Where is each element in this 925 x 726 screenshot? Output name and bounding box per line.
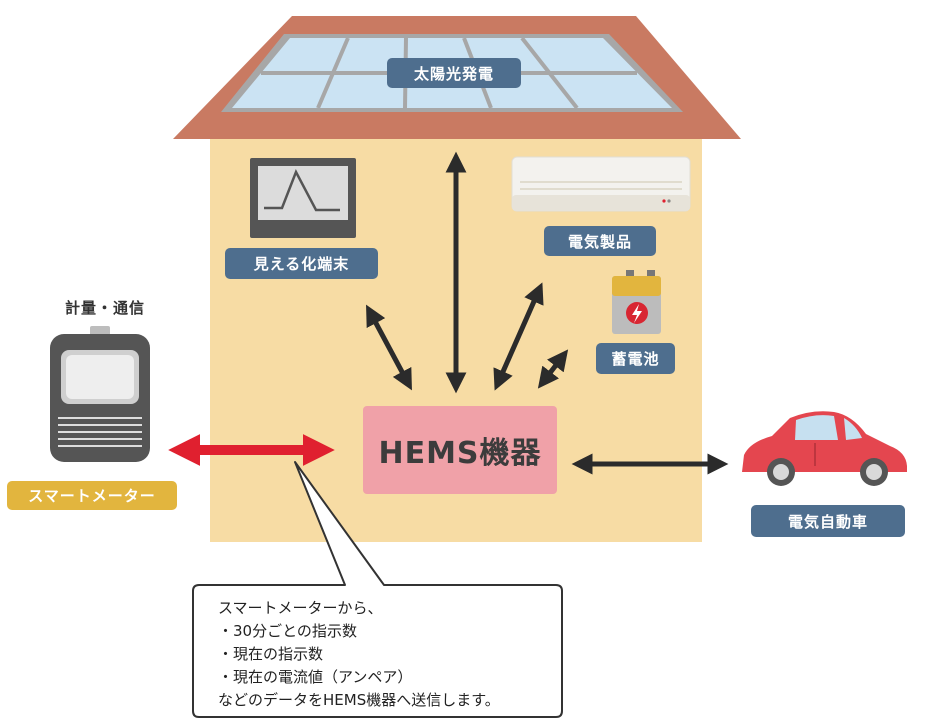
- callout-text: スマートメーターから、 ・30分ごとの指示数 ・現在の指示数 ・現在の電流値（ア…: [218, 597, 563, 712]
- battery-icon: [612, 270, 661, 334]
- battery-hems-arrow: [537, 349, 569, 389]
- callout-line: ・現在の電流値（アンペア）: [218, 668, 413, 686]
- smart-meter-icon: [50, 326, 150, 462]
- monitor-hems-arrow: [366, 304, 412, 391]
- car-icon: [742, 411, 907, 486]
- hems-device: HEMS機器: [363, 406, 557, 494]
- smart-meter-label: スマートメーター: [7, 481, 177, 510]
- data-flow-arrows: [168, 151, 729, 475]
- callout-line: ・現在の指示数: [218, 645, 324, 663]
- solar-label: 太陽光発電: [387, 58, 521, 88]
- callout-line: などのデータをHEMS機器へ送信します。: [218, 691, 500, 709]
- callout-line: ・30分ごとの指示数: [218, 622, 357, 640]
- callout-bubble: [192, 461, 563, 718]
- appliance-hems-arrow: [493, 282, 544, 391]
- display-terminal-label: 見える化端末: [225, 248, 378, 279]
- ev-label: 電気自動車: [751, 505, 905, 537]
- meter-caption: 計量・通信: [64, 299, 145, 317]
- monitor-icon: [250, 158, 356, 238]
- storage-battery-label: 蓄電池: [596, 343, 675, 374]
- callout-line: スマートメーターから、: [218, 599, 383, 617]
- appliances-label: 電気製品: [544, 226, 656, 256]
- air-conditioner-icon: [511, 156, 691, 212]
